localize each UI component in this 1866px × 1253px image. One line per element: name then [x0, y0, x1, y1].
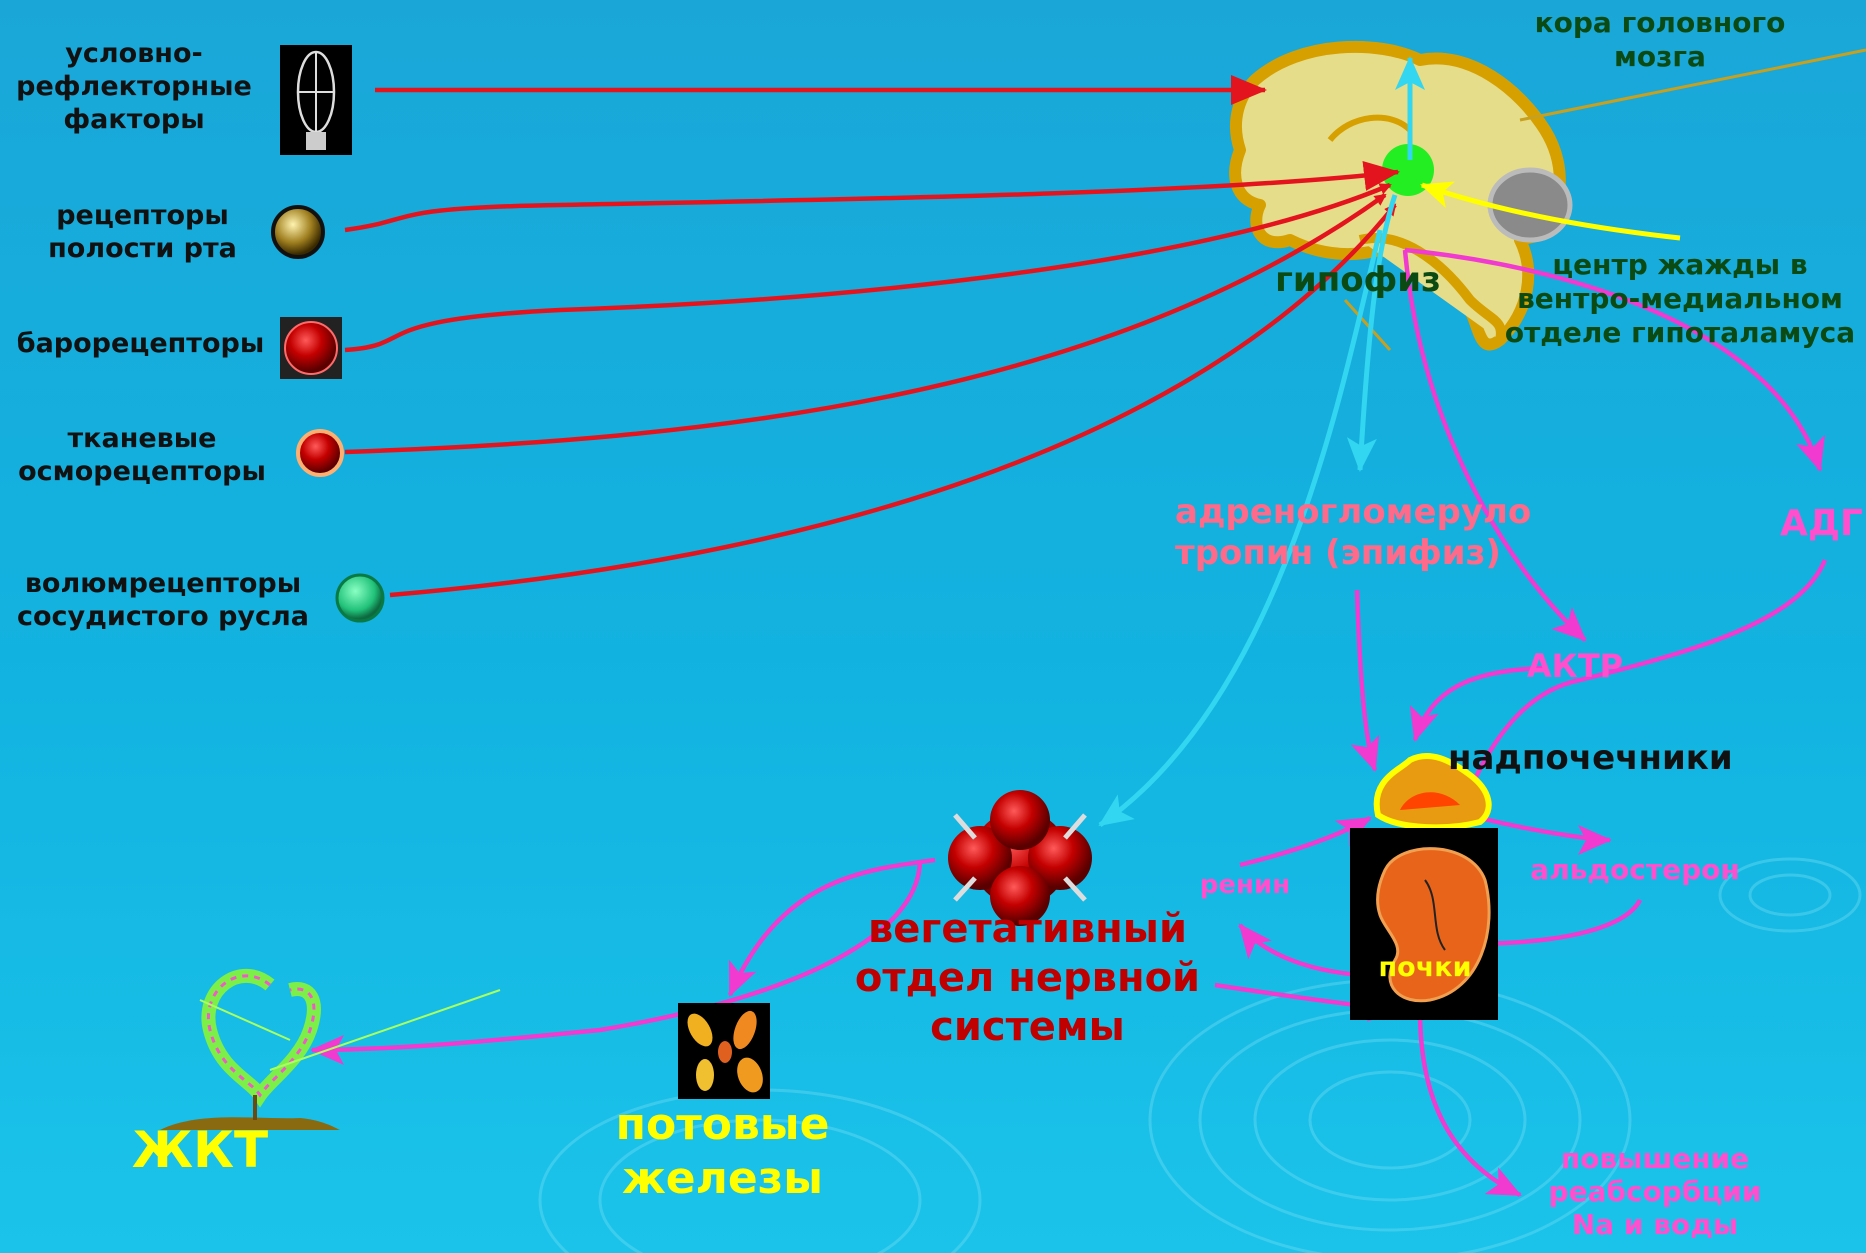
thirst-label-line: центр жажды в — [1552, 248, 1808, 281]
receptor-volume: волюмрецепторы сосудистого русла — [8, 568, 318, 634]
pituitary-label: гипофиз — [1275, 260, 1441, 300]
effect-label-line: повышение — [1560, 1142, 1750, 1175]
agt-label-line: адреногломеруло — [1175, 492, 1532, 532]
efferent-arrows — [310, 247, 1828, 1198]
receptor-label-line: сосудистого русла — [16, 600, 310, 632]
adrenals-label: надпочечники — [1448, 738, 1733, 778]
cortex-label-line: кора головного — [1534, 6, 1786, 39]
cortex-label-line: мозга — [1614, 40, 1706, 74]
digestive-tract-icon — [160, 968, 501, 1130]
autonomic-nervous-system-label: вегетативный отдел нервной системы — [850, 905, 1205, 1051]
actr-label: АКТР — [1526, 647, 1624, 685]
osmoreceptor-icon — [296, 429, 344, 477]
baroreceptor-icon — [280, 317, 342, 379]
ans-label-line: отдел нервной — [854, 954, 1201, 1001]
receptor-label-line: рефлекторные — [16, 70, 252, 102]
cortex-label: кора головного мозга — [1520, 6, 1800, 74]
receptor-tissue-osmo: тканевые осморецепторы — [8, 423, 276, 489]
nervous-system-icon — [948, 790, 1092, 926]
receptor-label-line: тканевые — [67, 423, 217, 454]
sweat-glands-label: потовые железы — [600, 1098, 845, 1205]
cyan-arrows — [1098, 56, 1425, 828]
renin-label: ренин — [1199, 870, 1291, 900]
adrenoglomerulotropin-label: адреногломеруло тропин (эпифиз) — [1175, 492, 1532, 575]
receptor-label-line: осморецепторы — [18, 455, 266, 487]
agt-label-line: тропин (эпифиз) — [1175, 533, 1501, 574]
brain-icon — [1229, 40, 1866, 352]
sweat-label-line: потовые — [615, 1099, 830, 1150]
receptor-label-line: волюмрецепторы — [24, 568, 302, 599]
receptor-label-line: факторы — [63, 103, 205, 135]
sweat-label-line: железы — [621, 1152, 824, 1204]
thirst-centre-label: центр жажды в вентро-медиальном отделе г… — [1500, 248, 1860, 350]
gi-tract-label: ЖКТ — [131, 1121, 269, 1179]
thirst-arrow — [1420, 181, 1681, 241]
ans-label-line: вегетативный — [867, 906, 1187, 952]
receptor-label-line: рецепторы — [56, 200, 229, 231]
receptor-conditioned-reflex: условно- рефлекторные факторы — [8, 38, 260, 137]
afferent-arrows — [344, 75, 1400, 598]
aldosterone-label: альдостерон — [1530, 853, 1740, 886]
kidney-icon — [1350, 828, 1498, 1020]
receptor-label-line: условно- — [65, 38, 203, 69]
receptor-oral-cavity: рецепторы полости рта — [30, 200, 255, 266]
receptor-label-line: барорецепторы — [16, 328, 265, 359]
reabsorption-effect-label: повышение реабсорбции Na и воды — [1530, 1142, 1780, 1241]
adrenal-icon — [1373, 753, 1492, 831]
thirst-label-line: отделе гипоталамуса — [1504, 316, 1856, 350]
receptor-label-line: полости рта — [48, 232, 237, 264]
cage-lamp-icon — [280, 45, 352, 155]
receptor-baro: барорецепторы — [8, 328, 273, 361]
sweat-gland-icon — [678, 1003, 770, 1099]
ans-label-line: системы — [930, 1003, 1125, 1050]
oral-receptor-icon — [271, 205, 325, 259]
kidneys-label: почки — [1378, 952, 1472, 983]
effect-label-line: реабсорбции — [1548, 1175, 1762, 1209]
effect-label-line: Na и воды — [1571, 1208, 1739, 1242]
volumreceptor-icon — [335, 573, 385, 623]
thirst-label-line: вентро-медиальном — [1517, 282, 1843, 316]
adh-label: АДГ — [1780, 503, 1863, 544]
